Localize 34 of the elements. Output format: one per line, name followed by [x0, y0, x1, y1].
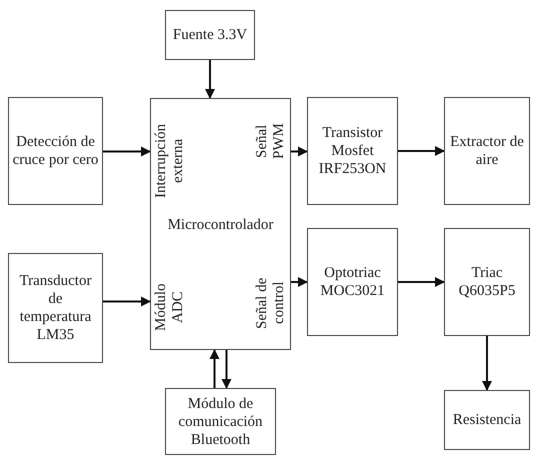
port-label: Interrupción externa	[153, 122, 187, 200]
block-label: Transistor Mosfet IRF253ON	[318, 124, 388, 178]
block-label: Detección de cruce por cero	[12, 133, 100, 169]
port-label: Señal PWM	[254, 122, 288, 161]
arrow	[291, 277, 308, 287]
arrow	[398, 146, 445, 156]
block	[8, 253, 103, 363]
arrow	[398, 277, 445, 287]
block	[165, 388, 276, 455]
arrow	[103, 146, 151, 156]
block-label: Transductor de temperatura LM35	[18, 272, 92, 344]
block	[444, 97, 530, 205]
arrow	[482, 336, 492, 391]
arrow	[222, 350, 232, 389]
block	[307, 228, 398, 336]
block	[307, 97, 398, 205]
block	[165, 10, 255, 60]
arrow	[205, 60, 215, 99]
block-label: Resistencia	[452, 411, 522, 429]
microcontroller-block	[150, 98, 291, 350]
block-title: Microcontrolador	[166, 217, 274, 234]
block	[444, 390, 530, 450]
port-label: Módulo ADC	[153, 282, 187, 333]
block-label: Fuente 3.3V	[172, 26, 248, 44]
block-label: Módulo de comunicación Bluetooth	[177, 394, 264, 448]
arrow	[210, 349, 220, 388]
block-label: Extractor de aire	[449, 133, 525, 169]
block	[8, 97, 103, 205]
arrow	[291, 146, 308, 156]
arrow	[103, 296, 151, 306]
port-label: Señal de control	[254, 276, 288, 331]
block-label: Optotriac MOC3021	[319, 264, 386, 300]
block-label: Triac Q6035P5	[458, 264, 516, 300]
block	[444, 228, 530, 336]
